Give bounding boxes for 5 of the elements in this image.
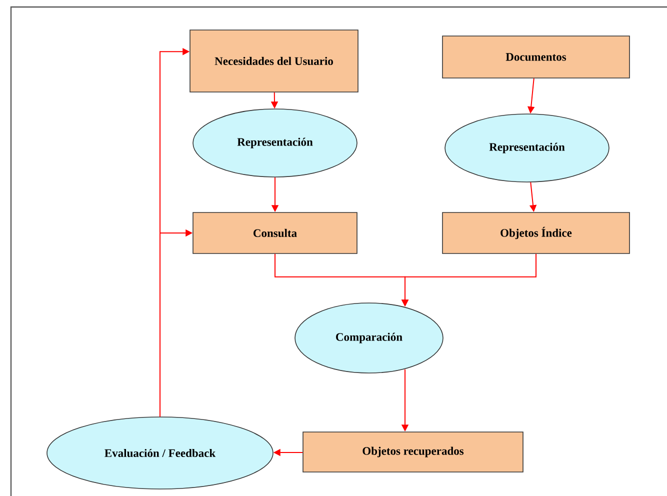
process-box: Documentos <box>442 36 630 78</box>
process-box: Objetos Índice <box>442 212 630 254</box>
process-box: Necesidades del Usuario <box>190 30 358 92</box>
process-box: Consulta <box>192 212 358 254</box>
process-box: Objetos recuperados <box>302 432 524 472</box>
